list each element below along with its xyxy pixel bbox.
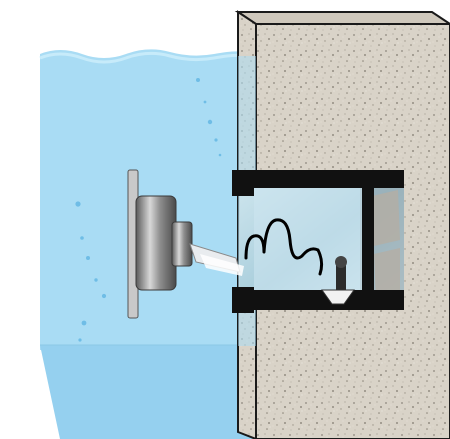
heater-body xyxy=(136,196,176,290)
wall-niche-housing xyxy=(232,170,404,313)
bubble xyxy=(94,278,97,281)
bubble xyxy=(196,78,200,82)
bubble xyxy=(82,321,87,326)
bubble xyxy=(214,138,217,141)
niche-top-lip xyxy=(232,170,254,196)
bubble xyxy=(204,101,207,104)
wall-top-face xyxy=(238,12,450,24)
bubble xyxy=(80,236,84,240)
valve-knob xyxy=(335,256,347,268)
bubble xyxy=(208,120,212,124)
niche-bottom-lip xyxy=(232,287,254,313)
niche-top-frame xyxy=(236,170,404,188)
bubble xyxy=(86,256,90,260)
bubble xyxy=(219,154,222,157)
niche-bottom-frame xyxy=(236,290,404,310)
bubble xyxy=(75,201,80,206)
water-lower-band xyxy=(40,345,256,439)
heater-collar xyxy=(172,222,192,266)
niche-back-frame xyxy=(362,178,374,306)
bubble xyxy=(102,294,106,298)
bubble xyxy=(78,338,81,341)
